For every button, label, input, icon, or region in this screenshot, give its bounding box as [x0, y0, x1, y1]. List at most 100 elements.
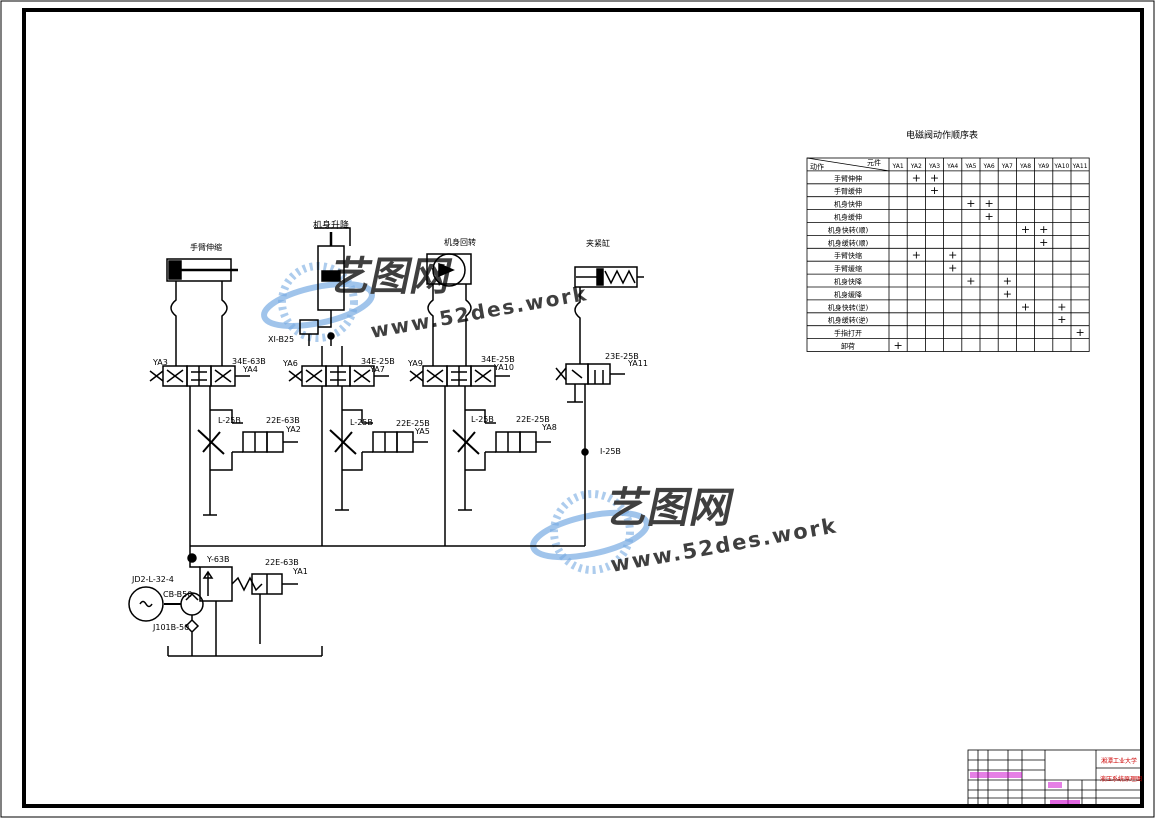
table-cell-mark: +: [1057, 300, 1066, 313]
label-pump: CB-B50: [163, 590, 192, 599]
label-xi-b25: XI-B25: [268, 335, 294, 344]
table-cell-mark: +: [948, 262, 957, 275]
table-row-label: 机身快转(顺): [828, 225, 869, 234]
title-block-drawing-name: 液压系统原理图: [1100, 775, 1142, 783]
component-labels: 手臂伸缩 机身升降 机身回转 夹紧缸 XI-B25 YA3 34E-63B YA…: [131, 219, 648, 632]
table-cell-mark: +: [1003, 275, 1012, 288]
label-ya2: YA2: [285, 425, 301, 434]
solenoid-sequence-table: 电磁阀动作顺序表 动作 元件 YA1 YA2 YA3 YA4 YA5 YA6 YA7 YA8 YA9…: [806, 129, 1090, 352]
label-motor: JD2-L-32-4: [131, 575, 174, 584]
table-row-label: 手臂快缩: [834, 251, 862, 260]
label-ya6: YA6: [282, 359, 298, 368]
label-s2: 22E-25B: [396, 419, 430, 428]
table-column-header: YA6: [983, 163, 995, 170]
label-check: I-25B: [600, 447, 621, 456]
directional-valve-34E-lift: [288, 365, 389, 387]
table-cell-mark: +: [930, 171, 939, 184]
label-s5: 22E-63B: [265, 558, 299, 567]
table-cell-mark: +: [1003, 287, 1012, 300]
label-ya9: YA9: [407, 359, 423, 368]
label-ya3: YA3: [152, 358, 168, 367]
label-s3: 22E-25B: [516, 415, 550, 424]
table-cell-mark: +: [966, 197, 975, 210]
table-corner-action: 动作: [810, 162, 824, 171]
label-s1: 22E-63B: [266, 416, 300, 425]
watermark-brand: 艺图网: [602, 484, 738, 532]
table-row-label: 机身快降: [834, 277, 862, 286]
table-row-label: 手臂缓缩: [834, 264, 862, 273]
label-l2: L-25B: [350, 418, 373, 427]
title-block-school: 湘潭工业大学: [1101, 757, 1137, 765]
label-v1: 34E-63B: [232, 357, 266, 366]
table-row-label: 手臂缓伸: [834, 187, 862, 196]
directional-valve-34E-rotate: [409, 365, 510, 387]
circuit-clamp: [555, 266, 644, 546]
circuit-arm: [149, 258, 298, 553]
table-column-header: YA10: [1053, 163, 1069, 170]
label-l1: L-25B: [218, 416, 241, 425]
table-row-label: 手指打开: [834, 329, 862, 338]
table-row-label: 机身快伸: [834, 200, 862, 209]
motor: [128, 586, 164, 622]
label-ya10: YA10: [493, 363, 514, 372]
title-block: [967, 749, 1143, 807]
table-cell-mark: +: [930, 184, 939, 197]
directional-valve-34E: [149, 365, 250, 387]
label-v2: 34E-25B: [361, 357, 395, 366]
table-column-header: YA8: [1019, 163, 1031, 170]
label-ya11: YA11: [627, 359, 648, 368]
label-filter: J101B-50: [152, 623, 189, 632]
watermark-2: 艺图网 www.52des.work: [530, 484, 839, 577]
table-corner-part: 元件: [867, 158, 881, 167]
table-cell-mark: +: [984, 197, 993, 210]
label-ya5: YA5: [414, 427, 430, 436]
label-clamp-cylinder: 夹紧缸: [586, 238, 610, 248]
table-cell-mark: +: [1039, 236, 1048, 249]
label-v4: 23E-25B: [605, 352, 639, 361]
table-row-label: 机身缓伸: [834, 213, 862, 222]
table-column-header: YA4: [946, 163, 958, 170]
watermark-1: 艺图网 www.52des.work: [261, 252, 590, 343]
label-v3: 34E-25B: [481, 355, 515, 364]
table-title: 电磁阀动作顺序表: [906, 129, 978, 141]
table-cell-mark: +: [893, 339, 902, 352]
main-supply-line: [128, 545, 585, 657]
table-cell-mark: +: [966, 275, 975, 288]
label-ya1: YA1: [292, 567, 308, 576]
table-cell-mark: +: [912, 171, 921, 184]
table-row-label: 卸荷: [841, 342, 855, 351]
directional-valve-23E: [555, 363, 625, 385]
label-ya7: YA7: [369, 365, 385, 374]
table-cell-mark: +: [948, 249, 957, 262]
table-column-header: YA5: [964, 163, 976, 170]
table-cell-mark: +: [1057, 313, 1066, 326]
table-row-label: 机身缓降: [834, 290, 862, 299]
table-row-label: 机身快转(逆): [828, 303, 869, 312]
table-cell-mark: +: [1021, 223, 1030, 236]
label-ya8: YA8: [541, 423, 557, 432]
label-relief: Y-63B: [206, 555, 230, 564]
table-cell-mark: +: [984, 210, 993, 223]
drawing-border: [22, 8, 1144, 808]
table-row-label: 机身缓转(顺): [828, 238, 869, 247]
label-body-lift: 机身升降: [313, 219, 349, 231]
label-ya4: YA4: [242, 365, 258, 374]
table-row-label: 手臂伸伸: [834, 174, 862, 183]
table-column-header: YA7: [1001, 163, 1013, 170]
table-cell-mark: +: [912, 249, 921, 262]
table-cell-mark: +: [1039, 223, 1048, 236]
table-cell-mark: +: [1075, 326, 1084, 339]
label-arm-telescope: 手臂伸缩: [190, 242, 222, 252]
label-body-rotate: 机身回转: [444, 237, 476, 247]
table-column-header: YA9: [1037, 163, 1049, 170]
table-column-header: YA3: [928, 163, 940, 170]
circuit-lift: [288, 227, 428, 546]
table-column-header: YA2: [910, 163, 922, 170]
table-column-header: YA1: [892, 163, 904, 170]
label-l3: L-25B: [471, 415, 494, 424]
circuit-rotate: [409, 253, 551, 546]
table-row-label: 机身缓转(逆): [828, 316, 869, 325]
table-column-header: YA11: [1072, 163, 1088, 170]
